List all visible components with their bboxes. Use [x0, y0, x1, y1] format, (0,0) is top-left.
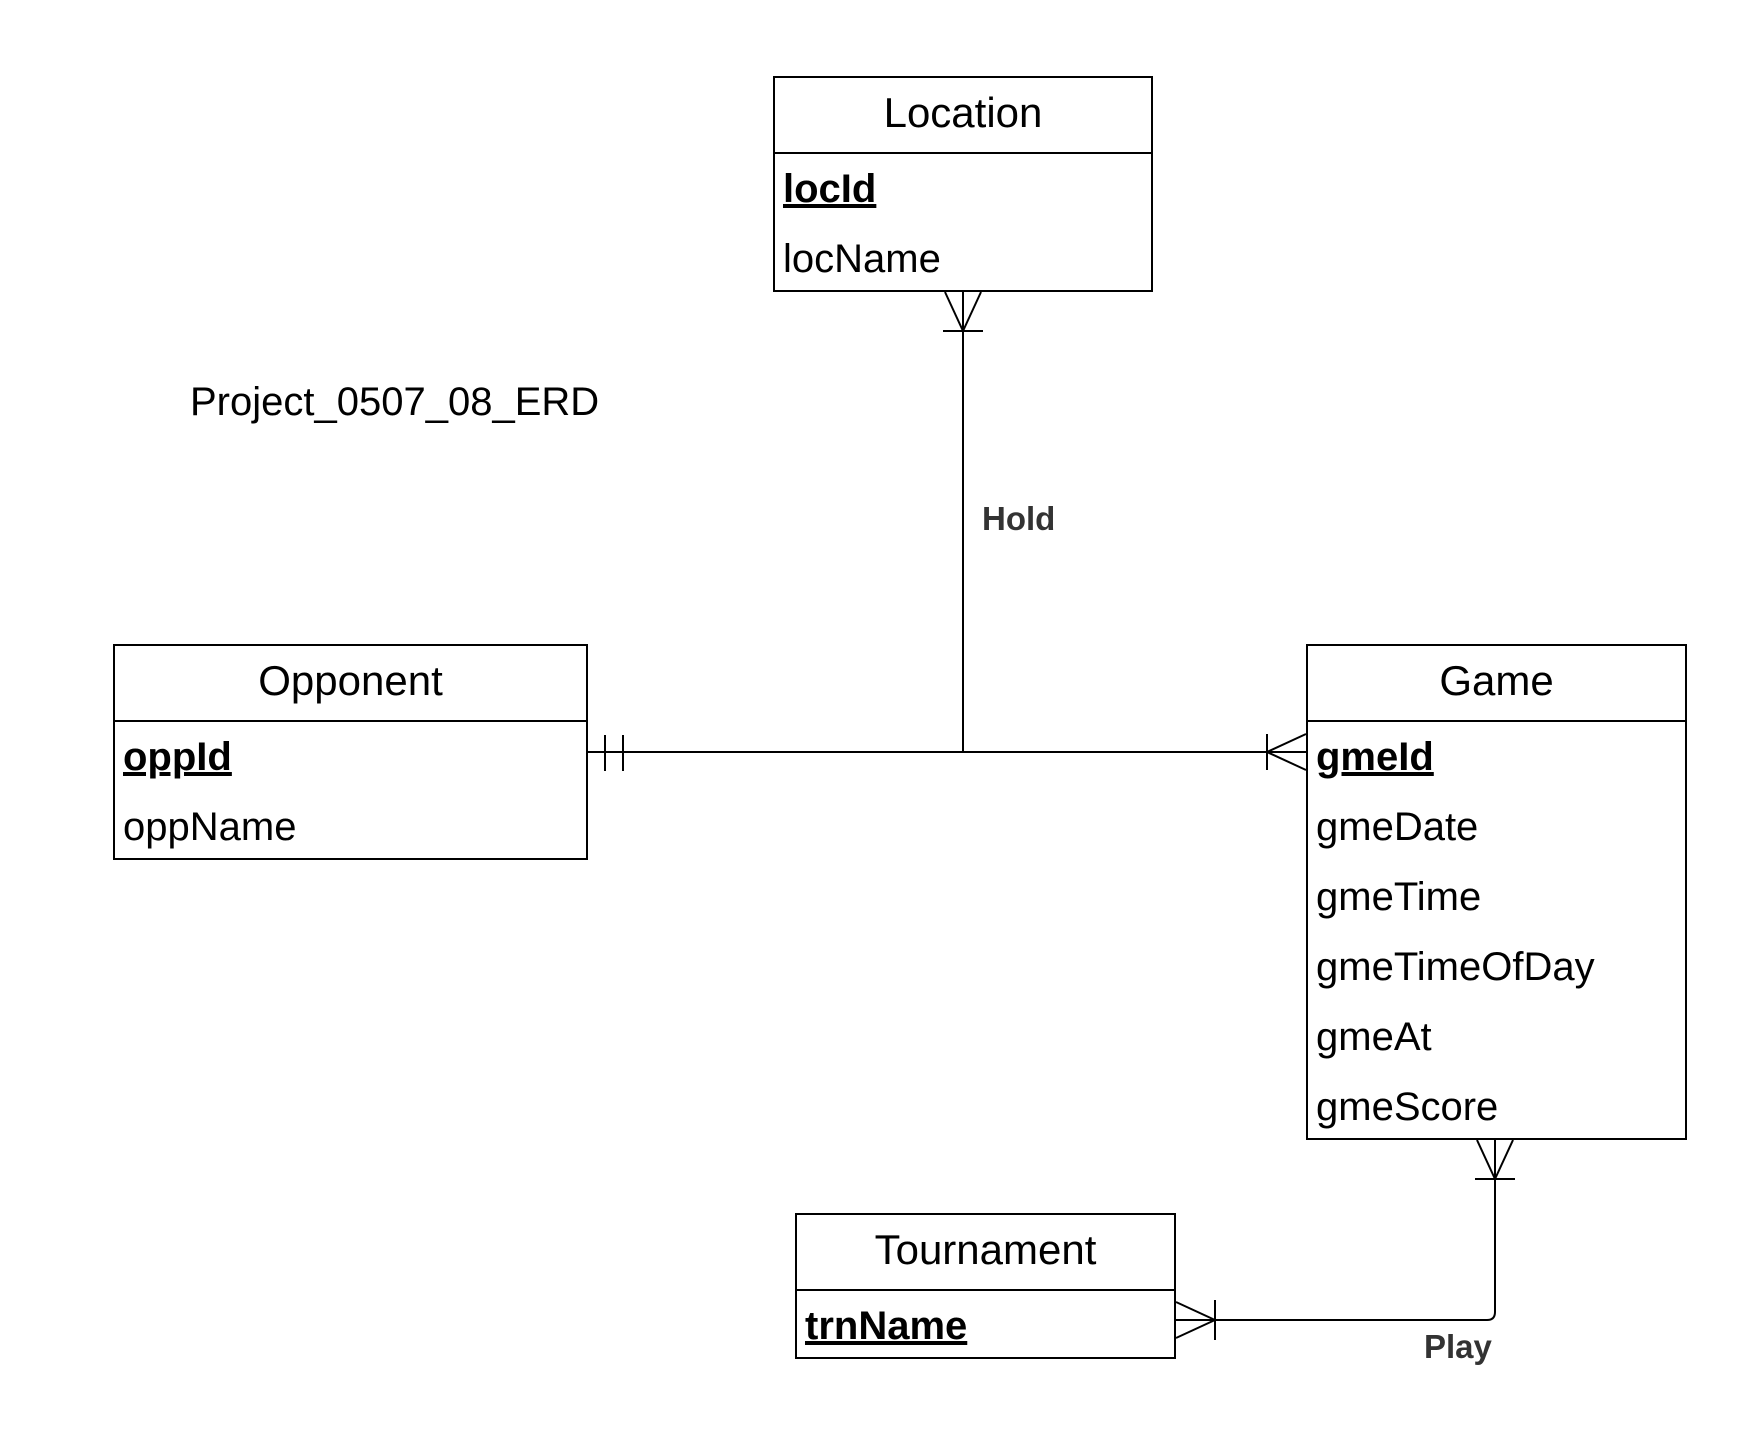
- entity-opponent-attributes: oppId oppName: [115, 722, 586, 862]
- entity-opponent[interactable]: Opponent oppId oppName: [113, 644, 588, 860]
- game-crowfoot-marker: [1266, 733, 1307, 771]
- entity-location-name: Location: [775, 78, 1151, 154]
- entity-tournament[interactable]: Tournament trnName: [795, 1213, 1176, 1359]
- play-relationship-line: [1176, 1140, 1496, 1321]
- attribute: gmeDate: [1316, 805, 1479, 849]
- entity-game-attributes: gmeId gmeDate gmeTime gmeTimeOfDay gmeAt…: [1308, 722, 1685, 1142]
- entity-location-attributes: locId locName: [775, 154, 1151, 294]
- attribute: locName: [783, 237, 941, 281]
- attribute: gmeAt: [1316, 1015, 1432, 1059]
- attribute: gmeScore: [1316, 1085, 1499, 1129]
- attribute: gmeTimeOfDay: [1316, 945, 1595, 989]
- tournament-crowfoot-marker: [1175, 1300, 1216, 1340]
- entity-location[interactable]: Location locId locName: [773, 76, 1153, 292]
- relationship-label-play: Play: [1424, 1328, 1492, 1365]
- attribute-primary-key: gmeId: [1316, 735, 1434, 779]
- attribute: gmeTime: [1316, 875, 1482, 919]
- diagram-title: Project_0507_08_ERD: [190, 380, 600, 424]
- attribute: oppName: [123, 805, 297, 849]
- attribute-primary-key: locId: [783, 167, 877, 211]
- attribute-primary-key: oppId: [123, 735, 232, 779]
- entity-tournament-name: Tournament: [797, 1215, 1174, 1291]
- game-play-crowfoot-marker: [1475, 1139, 1515, 1180]
- opponent-one-only-marker: [604, 735, 624, 771]
- relationship-label-hold: Hold: [982, 500, 1056, 537]
- entity-game-name: Game: [1308, 646, 1685, 722]
- entity-game[interactable]: Game gmeId gmeDate gmeTime gmeTimeOfDay …: [1306, 644, 1687, 1140]
- entity-opponent-name: Opponent: [115, 646, 586, 722]
- location-crowfoot-marker: [943, 291, 983, 332]
- entity-tournament-attributes: trnName: [797, 1291, 1174, 1361]
- hold-relationship-lines: [588, 292, 1306, 753]
- attribute-primary-key: trnName: [805, 1304, 968, 1348]
